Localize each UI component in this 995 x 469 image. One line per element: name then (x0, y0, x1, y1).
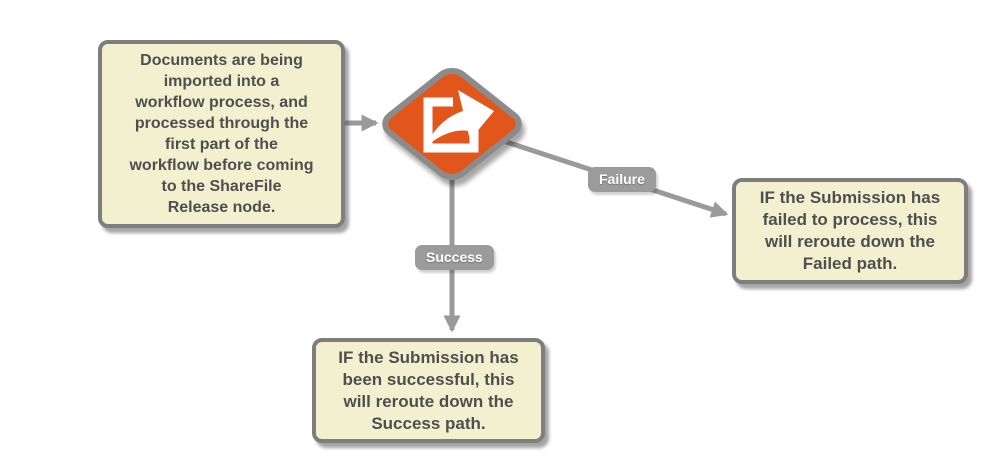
note-line: workflow before coming (129, 157, 314, 174)
note-success: IF the Submission has been successful, t… (312, 338, 545, 443)
decision-node-sharefile-release[interactable] (379, 66, 525, 182)
note-line: failed to process, this (762, 210, 938, 229)
note-failed: IF the Submission has failed to process,… (732, 178, 968, 284)
note-line: Failed path. (802, 254, 898, 273)
note-line: Documents are being (140, 52, 303, 69)
note-line: will reroute down the (343, 391, 514, 411)
note-line: workflow process, and (135, 94, 308, 111)
edge-label-failure: Failure (588, 167, 656, 192)
note-line: imported into a (163, 73, 280, 90)
note-line: processed through the (134, 115, 309, 132)
note-line: first part of the (165, 136, 278, 153)
note-line: Success path. (371, 413, 486, 433)
note-line: Release node. (167, 199, 276, 216)
share-release-icon (423, 90, 494, 153)
edge-label-success: Success (415, 245, 494, 270)
note-line: been successful, this (342, 369, 515, 389)
note-line: IF the Submission has (759, 188, 941, 207)
note-import: Documents are being imported into a work… (98, 40, 345, 228)
note-line: to the ShareFile (161, 178, 282, 195)
note-line: will reroute down the (764, 232, 935, 251)
note-line: IF the Submission has (338, 347, 519, 367)
